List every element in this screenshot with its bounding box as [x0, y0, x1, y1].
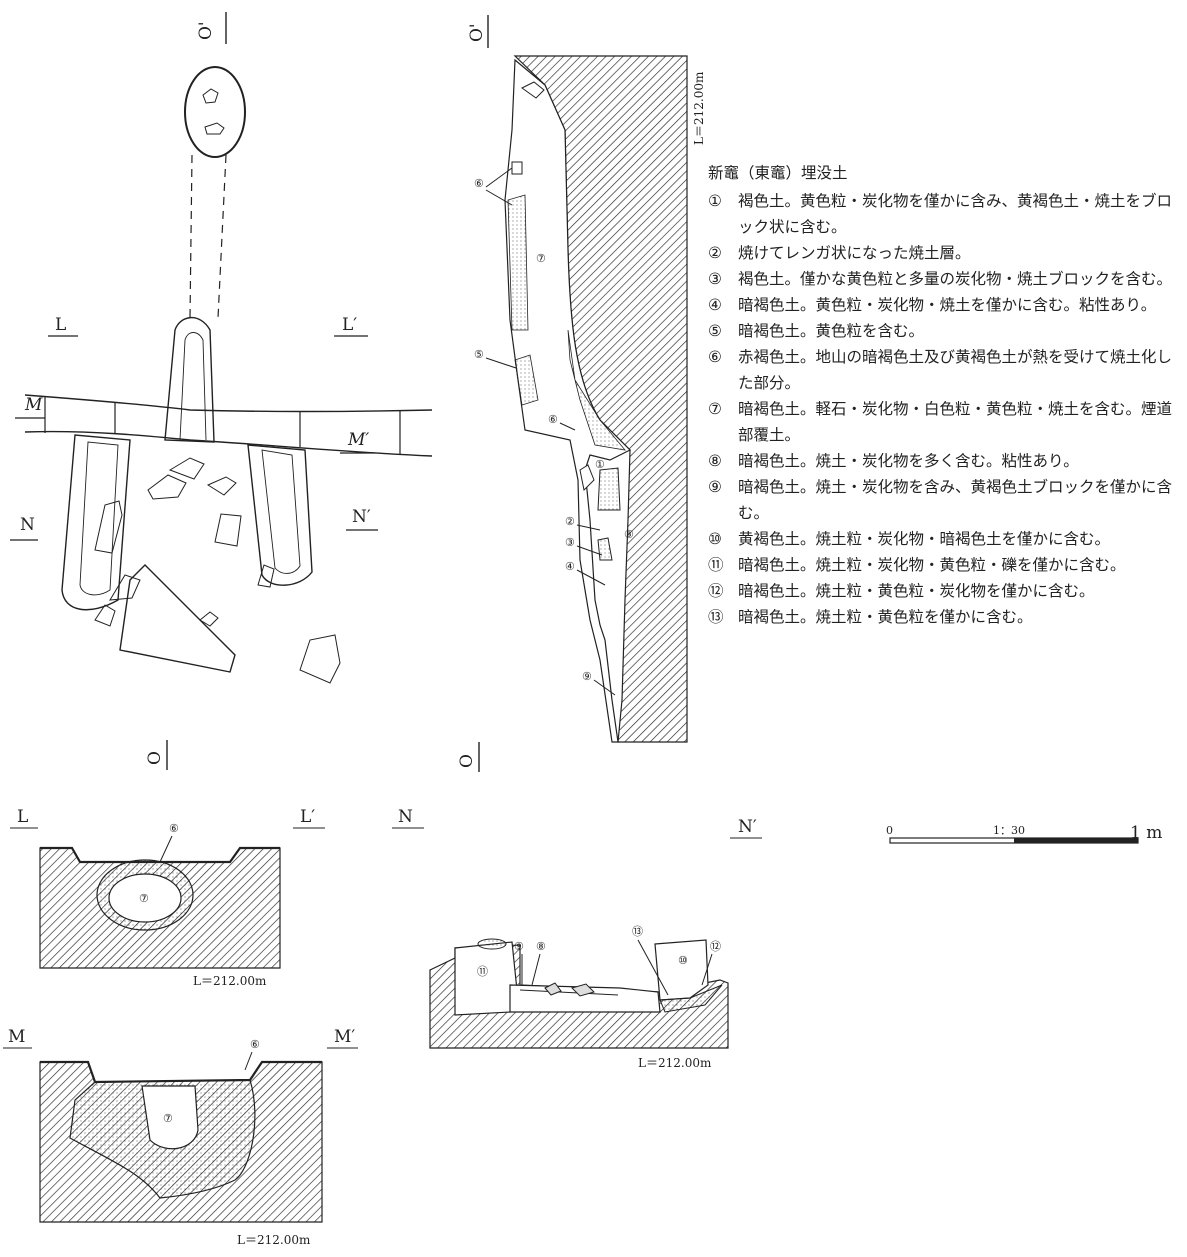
layer-num-9-n: ⑨ — [514, 940, 524, 953]
label-m-plan: M — [24, 395, 43, 415]
label-n-prime-plan: N′ — [352, 507, 371, 527]
legend-item-text: 暗褐色土。焼土粒・黄色粒・炭化物を僅かに含む。 — [738, 582, 1095, 600]
layer-num-6-l: ⑥ — [169, 822, 179, 835]
label-o-plan: O — [145, 751, 165, 765]
layer-num-12: ⑫ — [710, 940, 721, 953]
label-o-prime-plan: O' — [196, 21, 216, 40]
legend-item: ⑨ 暗褐色土。焼土・炭化物を含み、黄褐色土ブロックを僅かに含む。 — [708, 474, 1183, 526]
layer-num-8-n: ⑧ — [536, 940, 546, 953]
legend-item: ③ 褐色土。僅かな黄色粒と多量の炭化物・焼土ブロックを含む。 — [708, 266, 1183, 292]
label-n-prime-section: N′ — [738, 817, 757, 837]
right-side-stone — [247, 444, 313, 586]
legend-item-number: ④ — [708, 296, 722, 314]
legend-item: ④ 暗褐色土。黄色粒・炭化物・焼土を僅かに含む。粘性あり。 — [708, 292, 1183, 318]
scale-bar: 0 1：30 1 m — [886, 823, 1162, 844]
layer-num-1: ① — [595, 458, 605, 471]
legend-item: ⑬ 暗褐色土。焼土粒・黄色粒を僅かに含む。 — [708, 604, 1183, 630]
label-l-prime-section: L′ — [300, 807, 315, 827]
section-l-l-prime: L L′ ⑦ ⑥ L＝212.00m — [10, 807, 325, 988]
central-stone — [164, 316, 215, 443]
label-m-prime-section: M′ — [334, 1027, 355, 1047]
legend-item: ⑦ 暗褐色土。軽石・炭化物・白色粒・黄色粒・焼土を含む。煙道部覆土。 — [708, 396, 1183, 448]
legend-item: ① 褐色土。黄色粒・炭化物を僅かに含み、黄褐色土・焼土をブロック状に含む。 — [708, 188, 1183, 240]
legend-item-text: 暗褐色土。焼土粒・炭化物・黄色粒・礫を僅かに含む。 — [738, 556, 1126, 574]
flue-end-pit — [184, 66, 246, 158]
legend-item-number: ⑫ — [708, 582, 724, 600]
layer-num-6-mid: ⑥ — [548, 413, 558, 426]
label-l-prime-plan: L′ — [342, 315, 357, 335]
section-m-m-prime: M M′ ⑦ ⑥ L＝212.00m — [3, 1027, 358, 1247]
legend-item: ⑥ 赤褐色土。地山の暗褐色土及び黄褐色土が熱を受けて焼土化した部分。 — [708, 344, 1183, 396]
legend-item: ⑩ 黄褐色土。焼土粒・炭化物・暗褐色土を僅かに含む。 — [708, 526, 1183, 552]
legend-item-text: 褐色土。黄色粒・炭化物を僅かに含み、黄褐色土・焼土をブロック状に含む。 — [738, 192, 1173, 236]
legend-item-number: ⑧ — [708, 452, 722, 470]
legend-item: ⑫ 暗褐色土。焼土粒・黄色粒・炭化物を僅かに含む。 — [708, 578, 1183, 604]
layer-num-4: ④ — [565, 560, 575, 573]
legend-item-number: ⑥ — [708, 348, 722, 366]
legend-item-text: 黄褐色土。焼土粒・炭化物・暗褐色土を僅かに含む。 — [738, 530, 1111, 548]
legend-item: ⑤ 暗褐色土。黄色粒を含む。 — [708, 318, 1183, 344]
legend-item-number: ⑪ — [708, 556, 724, 574]
layer-num-5: ⑤ — [474, 348, 484, 361]
flue-line-right — [217, 154, 227, 319]
plan-view: O' L L′ M M′ N N′ — [10, 12, 433, 770]
layer-num-7-section: ⑦ — [536, 252, 546, 265]
legend-item-number: ⑨ — [708, 478, 722, 496]
label-m-section: M — [8, 1027, 25, 1047]
legend-item: ② 焼けてレンガ状になった焼土層。 — [708, 240, 1183, 266]
legend-item-text: 暗褐色土。黄色粒・炭化物・焼土を僅かに含む。粘性あり。 — [738, 296, 1157, 314]
layer-num-7-m: ⑦ — [163, 1112, 173, 1125]
section-o-o-prime: O' L＝212.00m ⑥ ⑦ ⑤ ⑥ ① ② ③ ④ ⑧ ⑨ — [457, 15, 706, 772]
legend-items: ① 褐色土。黄色粒・炭化物を僅かに含み、黄褐色土・焼土をブロック状に含む。 ② 焼けて… — [708, 188, 1183, 630]
label-l-plan: L — [55, 315, 66, 335]
legend-item-text: 焼けてレンガ状になった焼土層。 — [738, 244, 971, 262]
elevation-label-oo: L＝212.00m — [692, 71, 706, 145]
legend-item-text: 暗褐色土。焼土・炭化物を多く含む。粘性あり。 — [738, 452, 1079, 470]
elevation-label-ll: L＝212.00m — [193, 974, 267, 988]
legend-item: ⑪ 暗褐色土。焼土粒・炭化物・黄色粒・礫を僅かに含む。 — [708, 552, 1183, 578]
legend-item-number: ⑬ — [708, 608, 724, 626]
large-stone — [119, 564, 236, 673]
layer-legend: 新竈（東竈）埋没土 ① 褐色土。黄色粒・炭化物を僅かに含み、黄褐色土・焼土をブロッ… — [708, 160, 1183, 630]
scale-ratio: 1：30 — [993, 824, 1025, 837]
legend-item-text: 暗褐色土。軽石・炭化物・白色粒・黄色粒・焼土を含む。煙道部覆土。 — [738, 400, 1173, 444]
legend-title: 新竈（東竈）埋没土 — [708, 164, 848, 182]
label-o-prime-section: O' — [467, 23, 487, 42]
legend-item-number: ③ — [708, 270, 722, 288]
legend-item-number: ⑦ — [708, 400, 722, 418]
legend-item-text: 赤褐色土。地山の暗褐色土及び黄褐色土が熱を受けて焼土化した部分。 — [738, 348, 1173, 392]
layer-num-8: ⑧ — [624, 528, 634, 541]
scale-zero: 0 — [886, 824, 893, 837]
left-side-stone — [61, 434, 131, 611]
legend-item-text: 褐色土。僅かな黄色粒と多量の炭化物・焼土ブロックを含む。 — [738, 270, 1173, 288]
section-n-n-prime: N N′ ⑪ ⑩ ⑨ ⑧ ⑬ ⑫ L＝212.00m — [392, 807, 762, 1070]
layer-num-6-m: ⑥ — [250, 1038, 260, 1051]
elevation-label-nn: L＝212.00m — [638, 1056, 712, 1070]
label-o-section: O — [457, 754, 477, 768]
legend-item-text: 暗褐色土。焼土・炭化物を含み、黄褐色土ブロックを僅かに含む。 — [738, 478, 1173, 522]
layer-num-6-top: ⑥ — [474, 177, 484, 190]
flue-line-left — [189, 154, 193, 319]
layer-num-13: ⑬ — [632, 925, 643, 938]
legend-item-text: 暗褐色土。焼土粒・黄色粒を僅かに含む。 — [738, 608, 1033, 626]
legend-item-number: ② — [708, 244, 722, 262]
layer-num-2: ② — [565, 515, 575, 528]
label-m-prime-plan: M′ — [347, 430, 369, 450]
layer-num-9: ⑨ — [582, 670, 592, 683]
layer-num-10: ⑩ — [678, 954, 688, 967]
legend-item-text: 暗褐色土。黄色粒を含む。 — [738, 322, 925, 340]
layer-num-3: ③ — [565, 536, 575, 549]
legend-item-number: ① — [708, 192, 722, 210]
legend-item-number: ⑤ — [708, 322, 722, 340]
layer-num-11: ⑪ — [477, 965, 488, 978]
legend-item: ⑧ 暗褐色土。焼土・炭化物を多く含む。粘性あり。 — [708, 448, 1183, 474]
elevation-label-mm: L＝212.00m — [237, 1233, 311, 1247]
label-n-section: N — [398, 807, 413, 827]
label-l-section: L — [17, 807, 28, 827]
layer-num-7-l: ⑦ — [139, 892, 149, 905]
legend-item-number: ⑩ — [708, 530, 722, 548]
label-n-plan: N — [20, 515, 35, 535]
